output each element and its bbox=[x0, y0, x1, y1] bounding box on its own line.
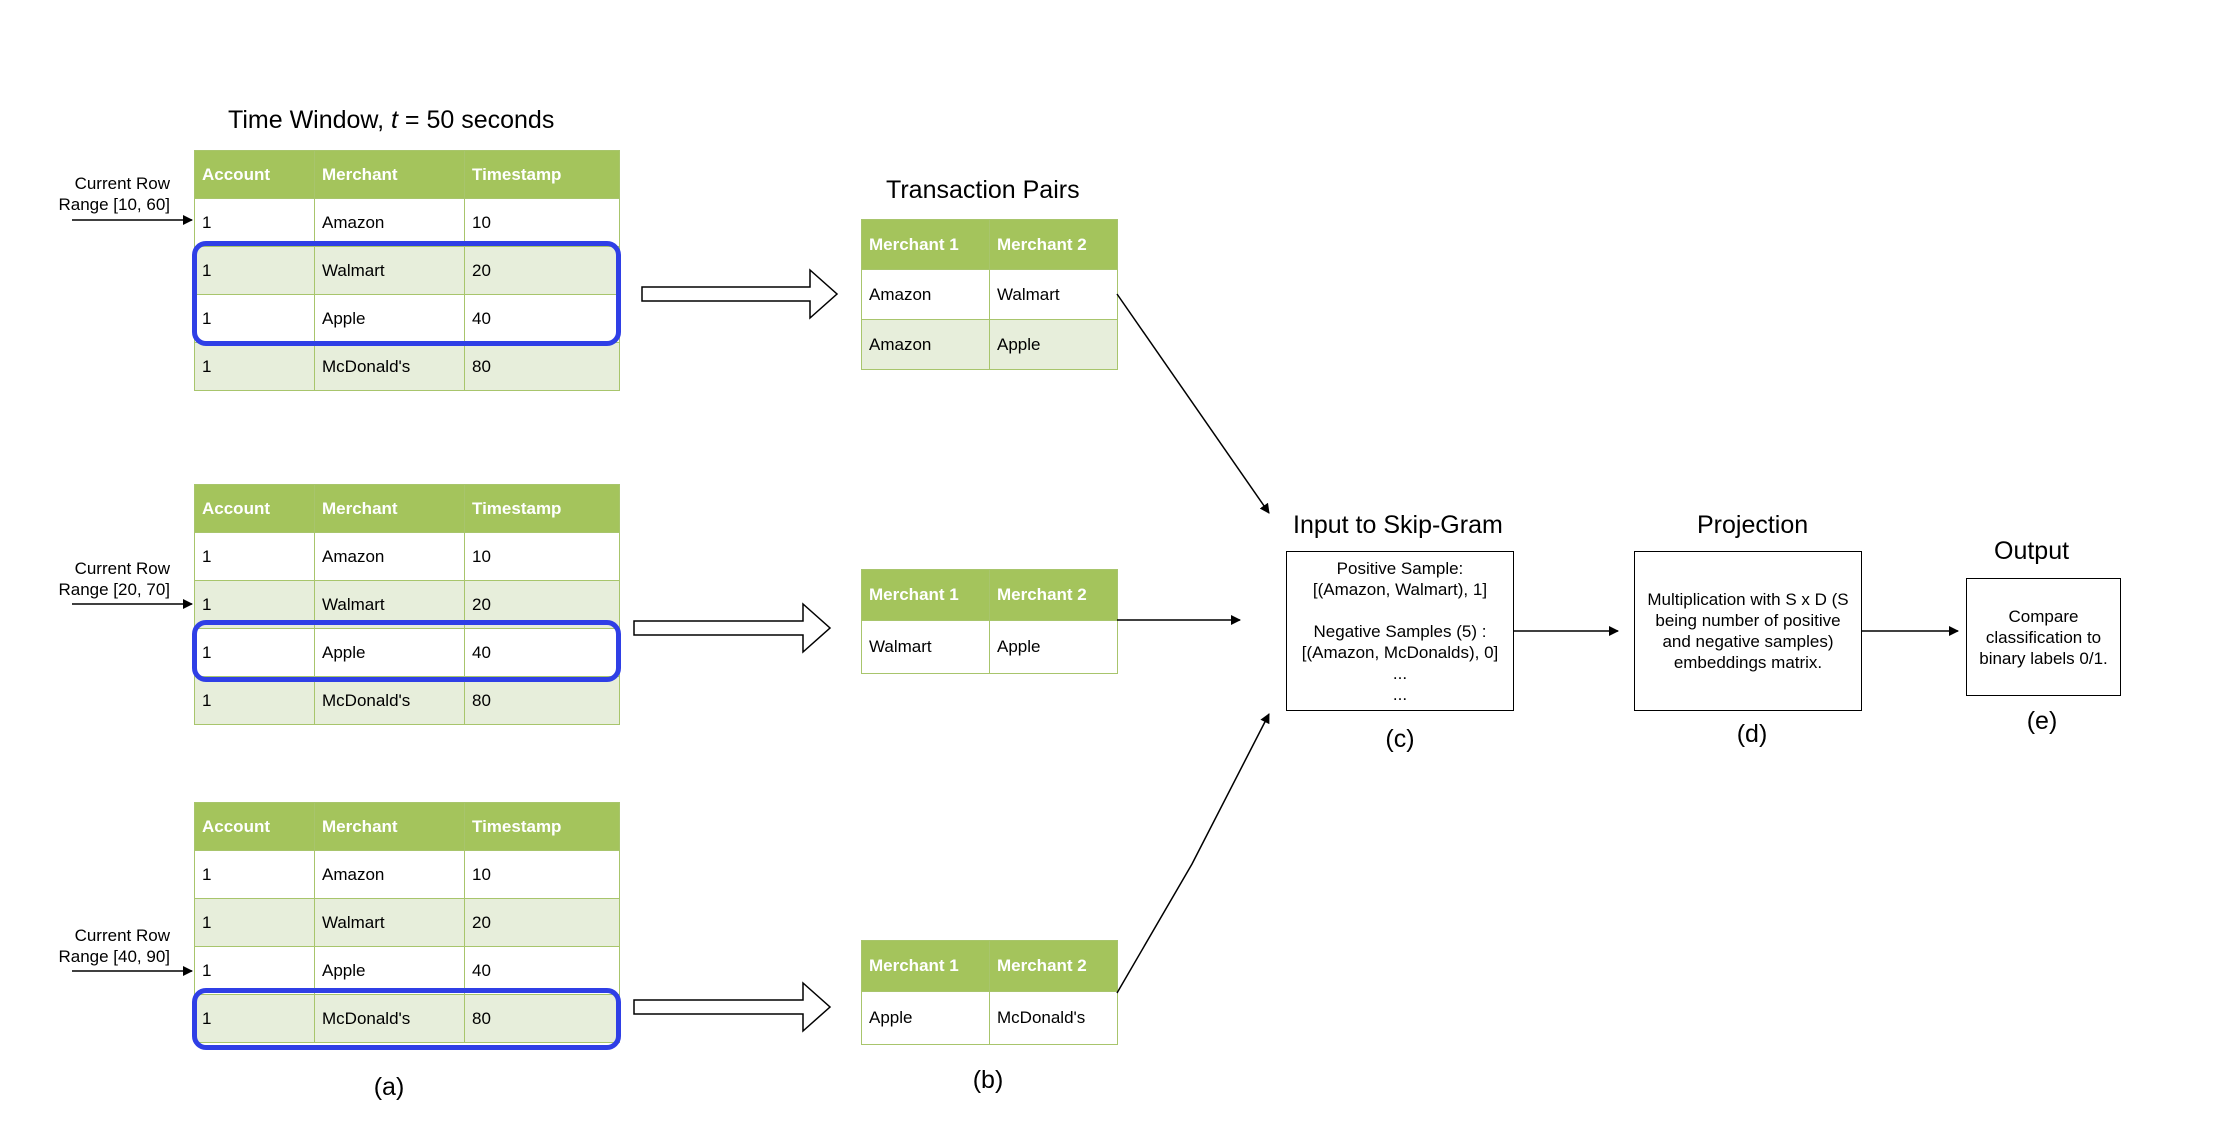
row-range-label-1: Current Row Range [10, 60] bbox=[58, 174, 170, 214]
header-merchant: Merchant bbox=[314, 484, 465, 533]
row-range-label-2: Current Row Range [20, 70] bbox=[58, 559, 170, 599]
caption-d: (d) bbox=[1736, 720, 1768, 748]
block-arrow-3 bbox=[633, 981, 832, 1033]
caption-a: (a) bbox=[373, 1073, 405, 1101]
header-account: Account bbox=[194, 484, 315, 533]
output-title: Output bbox=[1994, 537, 2070, 565]
skipgram-title: Input to Skip-Gram bbox=[1293, 511, 1503, 539]
header-merchant-2: Merchant 2 bbox=[989, 940, 1118, 992]
skipgram-box: Positive Sample: [(Amazon, Walmart), 1] … bbox=[1286, 551, 1514, 711]
header-timestamp: Timestamp bbox=[464, 150, 620, 199]
row-range-label-3: Current Row Range [40, 90] bbox=[58, 926, 170, 966]
header-merchant-1: Merchant 1 bbox=[861, 569, 990, 621]
caption-b: (b) bbox=[972, 1066, 1004, 1094]
caption-e: (e) bbox=[2026, 707, 2058, 735]
header-account: Account bbox=[194, 150, 315, 199]
output-box: Compare classification to binary labels … bbox=[1966, 578, 2121, 696]
header-merchant: Merchant bbox=[314, 150, 465, 199]
header-merchant: Merchant bbox=[314, 802, 465, 851]
caption-c: (c) bbox=[1385, 725, 1415, 753]
header-timestamp: Timestamp bbox=[464, 802, 620, 851]
pairs-to-skipgram-arrow-3 bbox=[1116, 713, 1270, 994]
header-account: Account bbox=[194, 802, 315, 851]
projection-box: Multiplication with S x D (S being numbe… bbox=[1634, 551, 1862, 711]
pairs-title: Transaction Pairs bbox=[886, 176, 1080, 204]
time-window-title: Time Window, t = 50 seconds bbox=[228, 106, 555, 134]
window-highlight-2 bbox=[192, 620, 621, 682]
window-highlight-1 bbox=[192, 241, 621, 346]
projection-title: Projection bbox=[1697, 511, 1809, 539]
window-highlight-3 bbox=[192, 988, 621, 1050]
block-arrow-1 bbox=[641, 268, 839, 320]
header-merchant-1: Merchant 1 bbox=[861, 219, 990, 270]
pairs-to-skipgram-arrow-1 bbox=[1116, 293, 1270, 514]
block-arrow-2 bbox=[633, 602, 832, 654]
